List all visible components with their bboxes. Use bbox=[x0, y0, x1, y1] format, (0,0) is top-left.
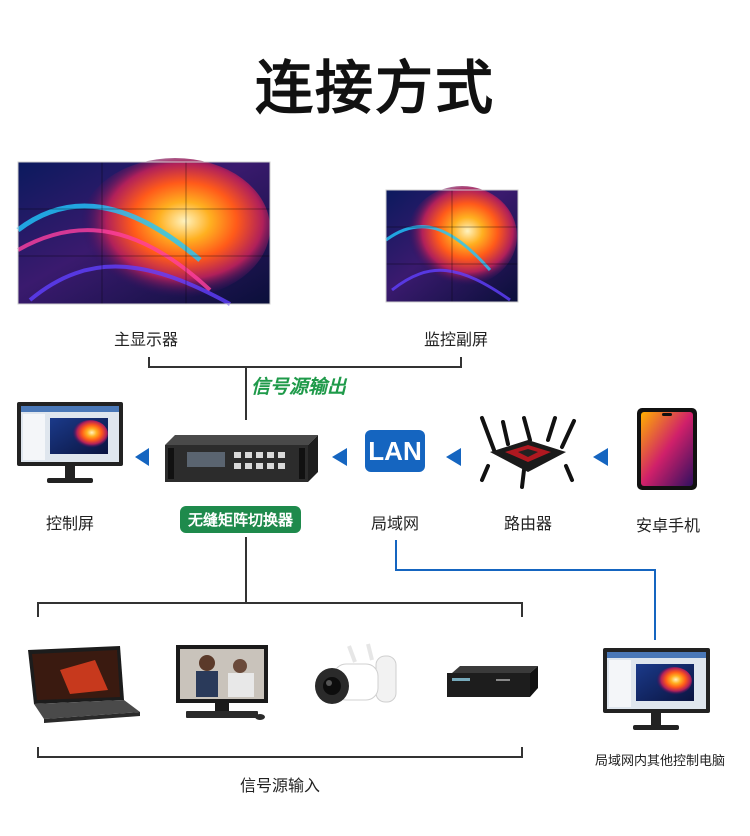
control-screen-monitor bbox=[17, 402, 123, 483]
laptop-device bbox=[28, 646, 140, 723]
router-device bbox=[480, 416, 576, 489]
control-screen-label: 控制屏 bbox=[45, 514, 94, 533]
lan-other-pc-label: 局域网内其他控制电脑 bbox=[594, 754, 725, 769]
router-label: 路由器 bbox=[503, 514, 552, 533]
main-display-wall bbox=[16, 158, 271, 306]
main-display-label: 主显示器 bbox=[113, 330, 178, 349]
arrow-to-control-screen bbox=[135, 448, 149, 466]
media-player-device bbox=[447, 666, 538, 697]
matrix-switcher-device bbox=[165, 435, 318, 482]
input-bracket bbox=[37, 537, 523, 758]
lan-badge-text: LAN bbox=[368, 436, 422, 466]
android-phone-device bbox=[637, 408, 697, 490]
arrow-to-matrix bbox=[332, 448, 347, 466]
lan-label: 局域网 bbox=[370, 514, 419, 533]
arrow-to-lan bbox=[446, 448, 461, 466]
output-bracket bbox=[148, 357, 462, 420]
lan-to-pc-connector bbox=[395, 540, 656, 640]
android-phone-label: 安卓手机 bbox=[635, 516, 700, 535]
desktop-pc-device bbox=[176, 645, 268, 720]
monitor-screen-wall bbox=[385, 186, 519, 303]
arrow-to-router bbox=[593, 448, 608, 466]
lan-badge bbox=[365, 430, 425, 472]
matrix-switcher-label: 无缝矩阵切换器 bbox=[180, 506, 302, 533]
camera-device bbox=[315, 643, 397, 704]
signal-source-input-label: 信号源输入 bbox=[239, 776, 320, 795]
page-title: 连接方式 bbox=[254, 54, 495, 122]
lan-other-pc-monitor bbox=[603, 648, 710, 730]
signal-source-output-label: 信号源输出 bbox=[251, 376, 347, 398]
monitor-screen-label: 监控副屏 bbox=[423, 330, 488, 349]
